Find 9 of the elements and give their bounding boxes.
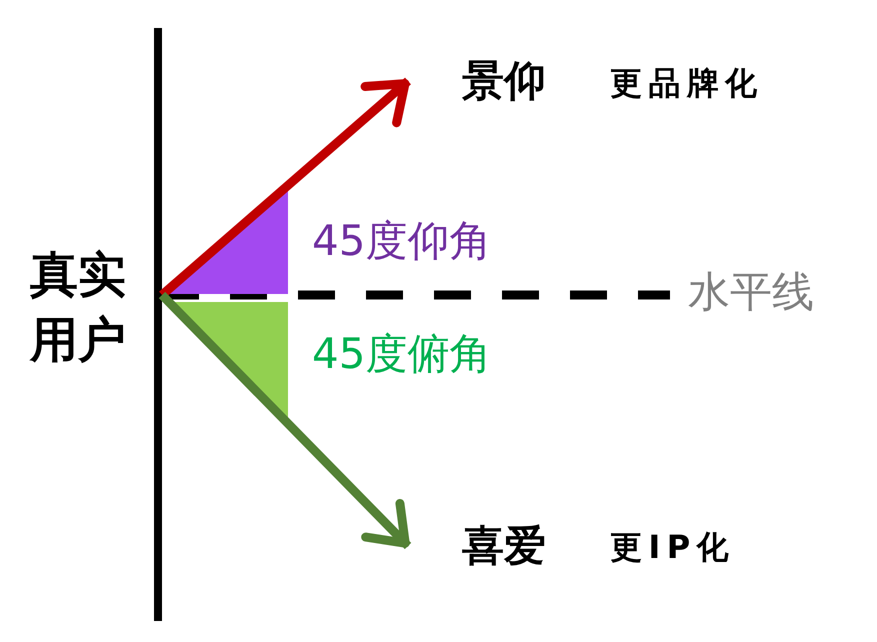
axis-label: 真实用户	[30, 246, 127, 370]
subtitle-text: 更IP化	[610, 531, 735, 563]
title-text: 喜爱	[462, 525, 546, 567]
angle-label: 45度仰角	[312, 220, 492, 262]
title-text: 景仰	[462, 60, 546, 102]
horizon-label: 水平线	[688, 271, 814, 313]
subtitle-text: 更品牌化	[610, 67, 764, 99]
arrow	[158, 292, 412, 550]
angle-label: 45度俯角	[312, 333, 492, 375]
